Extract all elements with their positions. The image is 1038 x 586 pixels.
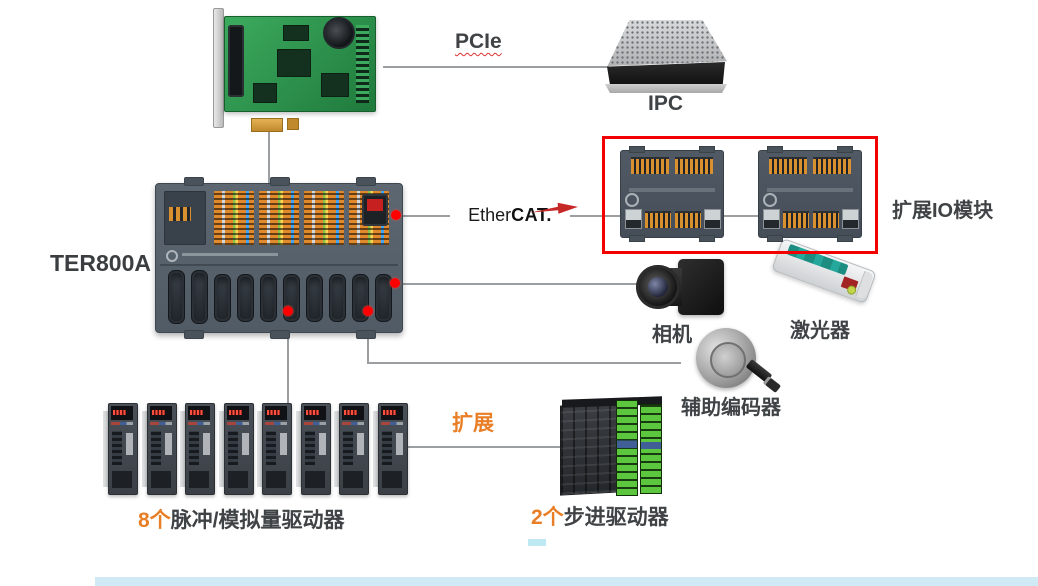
controller-label: TER800A [50, 250, 151, 276]
driver-display [380, 406, 403, 420]
dsub-connector [191, 270, 208, 324]
expansion-link-label: 扩展 [452, 412, 494, 435]
dsub-connector [260, 274, 277, 322]
laser-label: 激光器 [790, 320, 850, 342]
pcie-dsub-connector [228, 25, 244, 97]
driver-display [149, 406, 172, 420]
pulse-driver-image [180, 403, 216, 495]
camera-image [636, 256, 726, 320]
stepper-drivers-image [560, 396, 666, 498]
line-pcie-card-to-controller [268, 128, 270, 184]
stepper-terminal-strip [616, 400, 638, 496]
stepper-drivers-name: 步进驱动器 [563, 506, 669, 529]
expansion-io-module-label: 扩展IO模块 [892, 200, 994, 222]
ipc-front-panel [607, 62, 725, 88]
line-drivers-to-steppers [407, 446, 562, 448]
pcie-round-connector [323, 17, 355, 49]
stepper-drivers-label: 2个步进驱动器 [531, 501, 669, 531]
line-pcie-card-to-ipc [383, 66, 609, 68]
pcie-board [224, 16, 376, 112]
dsub-connector [306, 274, 323, 322]
laser-image [771, 237, 877, 308]
pulse-driver-image [103, 403, 138, 495]
camera-connection-dot [390, 278, 400, 288]
pulse-drivers-count: 8个 [138, 509, 171, 532]
dsub-connector-row [168, 270, 392, 326]
driver-display [226, 406, 249, 420]
io-module-image [620, 146, 724, 242]
pulse-drivers-label: 8个脉冲/模拟量驱动器 [138, 504, 345, 534]
ethercat-arrow-icon [530, 202, 578, 214]
dsub-connector [168, 270, 185, 324]
terminal-group [304, 191, 344, 245]
line-controller-to-camera [402, 283, 638, 285]
ter800a-controller-image [155, 177, 403, 339]
pcie-bus-label: PCIe [455, 30, 502, 53]
blue-accent-small [528, 539, 546, 546]
pulse-driver-image [141, 403, 177, 495]
power-block [164, 191, 206, 245]
rj45-port [763, 209, 780, 229]
driver-display [265, 406, 288, 420]
driver-display [342, 406, 365, 420]
rj45-port [625, 209, 642, 229]
pcie-card-image [213, 6, 383, 132]
blue-accent-bottom-bar [95, 577, 1038, 586]
driver-display [188, 406, 211, 420]
terminal-group [259, 191, 299, 245]
pulse-driver-image [218, 403, 254, 495]
dsub-connector [214, 274, 231, 322]
ethercat-connection-dot [391, 210, 401, 220]
ipc-image [605, 20, 727, 98]
stepper-terminal-strip [640, 404, 662, 494]
expansion-io-highlight-box [602, 136, 878, 254]
dsub-connector [237, 274, 254, 322]
stepper-drivers-count: 2个 [531, 506, 564, 529]
pcie-edge-connector [251, 118, 283, 132]
aux-encoder-label: 辅助编码器 [681, 397, 781, 419]
encoder-image [688, 326, 784, 398]
encoder-connection-dot [363, 306, 373, 316]
dsub-connector [375, 274, 392, 322]
io-module-image [758, 146, 862, 242]
ethercat-logo-bold: CAT. [511, 204, 552, 225]
rj45-port [704, 209, 721, 229]
pulse-driver-image [257, 403, 293, 495]
line-controller-to-drivers [287, 313, 289, 403]
drivers-connection-dot [283, 306, 293, 316]
ethercat-logo-normal: Ether [468, 204, 512, 225]
pulse-drivers-name: 脉冲/模拟量驱动器 [170, 509, 345, 532]
pulse-driver-row [103, 403, 408, 495]
ipc-mesh-top [607, 20, 727, 67]
driver-display [111, 406, 133, 420]
driver-display [303, 406, 326, 420]
line-controller-to-encoder-horizontal [367, 362, 681, 364]
pulse-driver-image [334, 403, 370, 495]
terminal-group [214, 191, 254, 245]
pulse-driver-image [372, 403, 408, 495]
dsub-connector [329, 274, 346, 322]
pulse-driver-image [295, 403, 331, 495]
ipc-label: IPC [648, 92, 684, 115]
camera-label: 相机 [652, 324, 692, 346]
ethercat-port [362, 194, 388, 226]
pcie-bracket [213, 8, 224, 128]
rj45-port [842, 209, 859, 229]
